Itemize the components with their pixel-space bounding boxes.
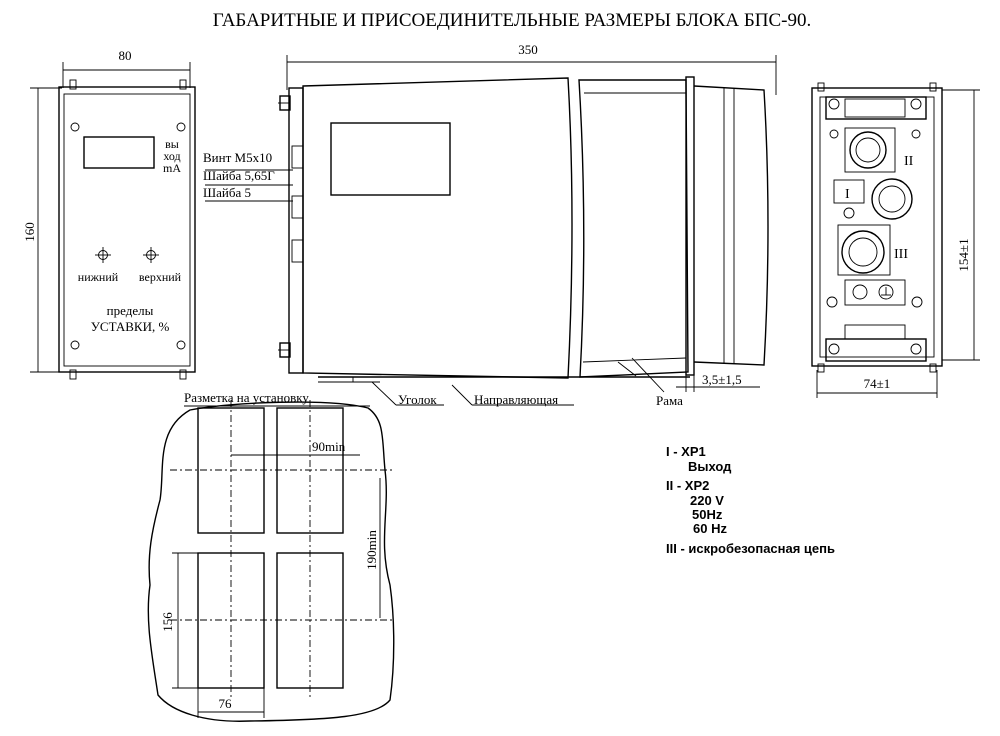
mounting-plate xyxy=(288,87,304,374)
cutout-top-left xyxy=(197,407,265,534)
connector-ii xyxy=(844,127,896,173)
rear-height-dim: 154±1 xyxy=(956,238,971,271)
spacing-y-dim: 190min xyxy=(364,530,379,570)
main-housing xyxy=(302,77,573,379)
front-view: 80 160 вы ход mA xyxy=(22,48,196,380)
rear-housing xyxy=(578,79,689,378)
legend-xp2-freq1: 50Hz xyxy=(692,507,723,522)
drawing-title: ГАБАРИТНЫЕ И ПРИСОЕДИНИТЕЛЬНЫЕ РАЗМЕРЫ Б… xyxy=(213,10,811,31)
connector-i xyxy=(871,178,913,220)
connector-mark-i: I xyxy=(845,187,850,202)
cutout-layout: Разметка на установку 90min 190min 156 7… xyxy=(147,390,395,722)
knob-high-label: верхний xyxy=(139,270,182,284)
callout-washer-spring: Шайба 5,65Г xyxy=(203,168,275,183)
legend-xp1-output: Выход xyxy=(688,459,732,474)
low-setpoint-knob xyxy=(95,247,111,263)
connector-iii xyxy=(837,224,891,276)
legend-xp2-voltage: 220 V xyxy=(690,493,724,508)
front-height-dim: 160 xyxy=(22,222,37,242)
legend-xp1: I - XP1 xyxy=(666,444,706,459)
front-panel-body xyxy=(58,86,196,373)
front-width-dim: 80 xyxy=(119,48,132,63)
corner-label: Уголок xyxy=(398,392,437,407)
panel-outline xyxy=(147,401,395,722)
side-length-dim: 350 xyxy=(518,42,538,57)
legend-iii: III - искробезопасная цепь xyxy=(666,541,835,556)
connector-mark-ii: II xyxy=(904,154,914,169)
limits-label-line2: УСТАВКИ, % xyxy=(91,319,170,334)
gap-dim: 3,5±1,5 xyxy=(702,372,742,387)
legend-xp2-freq2: 60 Hz xyxy=(693,521,727,536)
callout-washer: Шайба 5 xyxy=(203,185,251,200)
connector-mark-iii: III xyxy=(894,247,908,262)
connector-legend: I - XP1 Выход II - XP2 220 V 50Hz 60 Hz … xyxy=(666,444,835,556)
rear-view: II I III xyxy=(811,82,980,398)
side-view: 350 Винт M5x10 Шайба 5,6 xyxy=(203,42,777,408)
output-label-line3: mA xyxy=(163,161,181,175)
knob-low-label: нижний xyxy=(78,270,119,284)
legend-xp2: II - XP2 xyxy=(666,478,709,493)
output-label-line1: вы xyxy=(165,137,179,151)
cut-width-dim: 76 xyxy=(219,696,233,711)
rear-width-dim: 74±1 xyxy=(864,376,891,391)
cut-height-dim: 156 xyxy=(160,612,175,632)
limits-label-line1: пределы xyxy=(107,303,154,318)
callout-screw: Винт M5x10 xyxy=(203,150,272,165)
cutout-title: Разметка на установку xyxy=(184,390,309,405)
guide-label: Направляющая xyxy=(474,392,558,407)
output-label-line2: ход xyxy=(163,149,180,163)
spacing-x-dim: 90min xyxy=(312,439,346,454)
high-setpoint-knob xyxy=(143,247,159,263)
display-window xyxy=(83,136,155,169)
cutout-top-right xyxy=(276,407,344,534)
panel-flange xyxy=(685,76,695,376)
frame-label: Рама xyxy=(656,393,683,408)
side-label-window xyxy=(330,122,451,196)
rear-housing-outline xyxy=(811,87,943,367)
